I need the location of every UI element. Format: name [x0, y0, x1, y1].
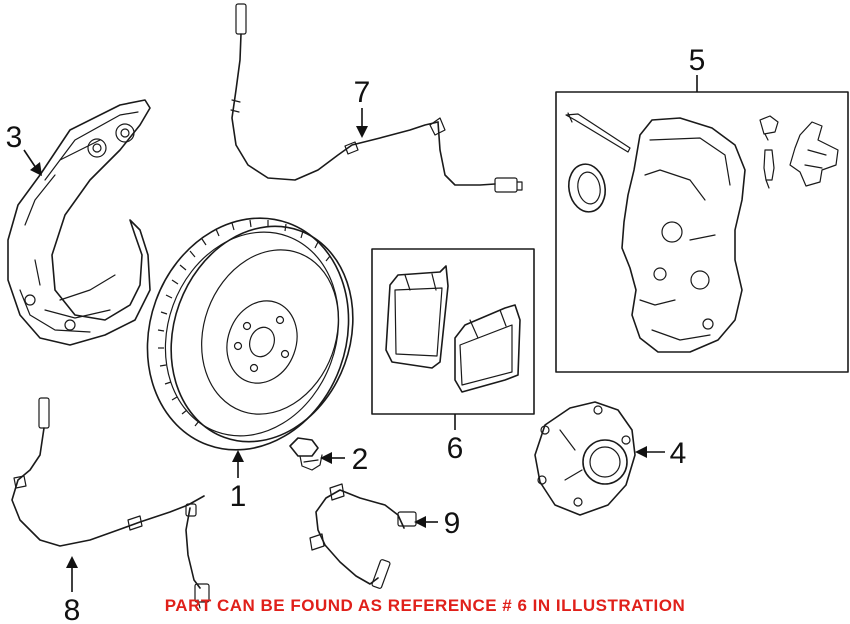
lower-left-sensor-part: [11, 397, 210, 609]
callout-5: 5: [689, 44, 706, 77]
callout-labels: 1 2 3 4 5 6 7 8 9: [6, 44, 706, 624]
upper-sensor-part: [230, 3, 523, 193]
callout-6: 6: [447, 432, 464, 465]
callout-4: 4: [670, 437, 687, 470]
brake-pads-part: [371, 248, 535, 415]
leader-lines: [23, 75, 698, 592]
callout-7: 7: [354, 76, 371, 109]
callout-3: 3: [6, 121, 23, 154]
callout-9: 9: [444, 507, 461, 540]
small-sensor-part: [309, 483, 417, 589]
reference-note: PART CAN BE FOUND AS REFERENCE # 6 IN IL…: [164, 596, 686, 615]
brake-rotor-part: [146, 217, 354, 451]
caliper-part: [555, 91, 849, 373]
bolt-part: [289, 437, 323, 471]
callout-8: 8: [64, 594, 81, 624]
wheel-hub-part: [534, 401, 636, 516]
splash-shield-part: [7, 99, 151, 346]
callout-2: 2: [352, 443, 369, 476]
callout-1: 1: [230, 480, 247, 513]
